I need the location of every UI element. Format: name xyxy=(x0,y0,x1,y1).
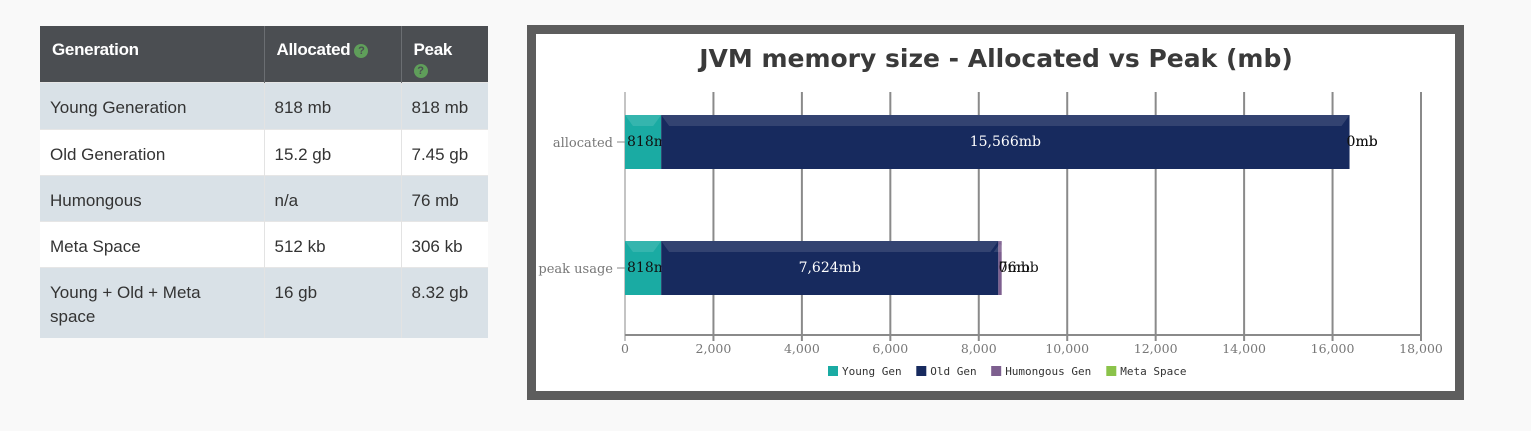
table-cell: 306 kb xyxy=(401,220,488,267)
table-cell: 16 gb xyxy=(264,266,402,338)
x-tick-label: 12,000 xyxy=(1134,341,1178,356)
memory-size-table: Generation Allocated? Peak? Young Genera… xyxy=(40,26,488,338)
table-cell: Humongous xyxy=(40,174,265,221)
table-cell: 818 mb xyxy=(264,81,402,129)
x-tick-label: 2,000 xyxy=(696,341,732,356)
legend-label: Humongous Gen xyxy=(1005,365,1091,378)
bar-segment-bevel xyxy=(661,241,999,252)
header-peak: Peak? xyxy=(401,26,488,82)
bar-segment-bevel xyxy=(993,241,1007,252)
table-row: Young Generation 818 mb 818 mb xyxy=(40,81,488,129)
x-tick-label: 14,000 xyxy=(1222,341,1266,356)
table-cell: Young Generation xyxy=(40,81,265,129)
data-label: 76mb xyxy=(999,260,1039,276)
table-cell: Old Generation xyxy=(40,128,265,175)
legend-label: Old Gen xyxy=(930,365,976,378)
table-row: Old Generation 15.2 gb 7.45 gb xyxy=(40,128,488,175)
bar-segment xyxy=(625,241,662,295)
bar-segment xyxy=(661,115,1350,169)
data-label: 0mb xyxy=(1347,134,1378,150)
table-cell: 8.32 gb xyxy=(401,266,488,338)
memory-bar-chart: JVM memory size - Allocated vs Peak (mb)… xyxy=(538,44,1443,378)
chart-area: JVM memory size - Allocated vs Peak (mb)… xyxy=(536,34,1455,391)
table-cell: Young + Old + Meta space xyxy=(40,266,265,338)
legend-swatch xyxy=(1106,366,1117,376)
y-category-label: allocated xyxy=(553,136,613,151)
legend-swatch xyxy=(828,366,838,376)
legend-label: Meta Space xyxy=(1120,365,1186,378)
x-tick-label: 4,000 xyxy=(784,341,820,356)
question-circle-icon[interactable]: ? xyxy=(413,64,428,78)
x-tick-label: 16,000 xyxy=(1311,341,1355,356)
table-header-row: Generation Allocated? Peak? xyxy=(40,26,488,82)
data-label: 15,566mb xyxy=(970,134,1041,150)
data-label: 0mb xyxy=(999,260,1030,276)
table-row: Meta Space 512 kb 306 kb xyxy=(40,220,488,267)
legend-swatch xyxy=(991,366,1002,376)
table-cell: 512 kb xyxy=(264,220,402,267)
x-tick-label: 8,000 xyxy=(961,341,997,356)
bar-segment-bevel xyxy=(625,115,662,126)
header-allocated: Allocated? xyxy=(264,26,402,82)
chart-title: JVM memory size - Allocated vs Peak (mb) xyxy=(697,44,1293,73)
table-cell: n/a xyxy=(264,174,402,221)
x-tick-label: 0 xyxy=(621,341,629,356)
table-row: Young + Old + Meta space 16 gb 8.32 gb xyxy=(40,266,488,338)
question-circle-icon[interactable]: ? xyxy=(354,44,369,58)
table-cell: Meta Space xyxy=(40,220,265,267)
bar-segment xyxy=(625,115,662,169)
y-category-label: peak usage xyxy=(538,262,613,277)
bar-segment-bevel xyxy=(661,115,1350,126)
data-label: 7,624mb xyxy=(799,260,861,276)
bar-segment xyxy=(998,241,1002,295)
table-cell: 76 mb xyxy=(401,174,488,221)
table-cell: 818 mb xyxy=(401,81,488,129)
x-tick-label: 18,000 xyxy=(1399,341,1443,356)
chart-panel: JVM memory size - Allocated vs Peak (mb)… xyxy=(527,25,1464,400)
header-generation: Generation xyxy=(40,26,265,82)
x-tick-label: 6,000 xyxy=(872,341,908,356)
x-tick-label: 10,000 xyxy=(1045,341,1089,356)
data-label: 0mb xyxy=(1347,134,1378,150)
table-row: Humongous n/a 76 mb xyxy=(40,174,488,221)
table-cell: 15.2 gb xyxy=(264,128,402,175)
table-cell: 7.45 gb xyxy=(401,128,488,175)
legend-swatch xyxy=(916,366,927,376)
legend-label: Young Gen xyxy=(842,365,902,378)
bar-segment-bevel xyxy=(625,241,662,252)
bar-segment xyxy=(661,241,999,295)
